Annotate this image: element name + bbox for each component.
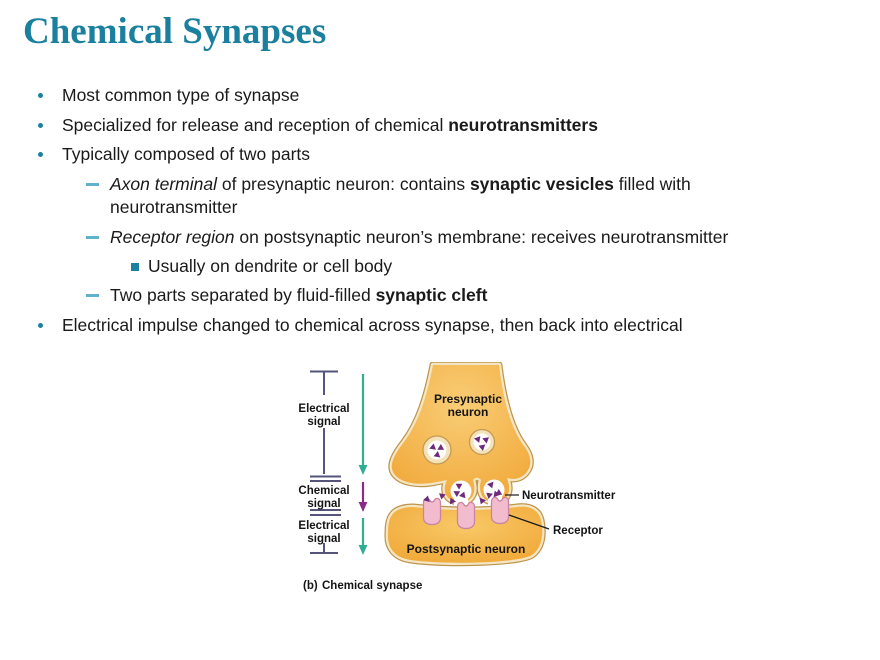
bullet-dash-icon (86, 182, 99, 186)
bullet-text: Specialized for release and reception of… (62, 114, 598, 135)
bullet-item: Usually on dendrite or cell body (131, 255, 392, 279)
bullet-text: Axon terminal of presynaptic neuron: con… (110, 173, 691, 218)
bullet-item: Axon terminal of presynaptic neuron: con… (86, 173, 802, 220)
bullet-item: Receptor region on postsynaptic neuron’s… (86, 226, 728, 250)
bullet-text: Typically composed of two parts (62, 144, 311, 164)
bullet-dash-icon (86, 235, 99, 239)
signal-bracket (310, 370, 341, 554)
bullet-dot-icon (38, 122, 43, 128)
bullet-item: Most common type of synapse (38, 84, 299, 108)
signal-step-label: Electrical (298, 520, 349, 532)
bullet-text: Two parts separated by fluid-filled syna… (110, 285, 488, 305)
receptor-shape (422, 497, 442, 526)
signal-step-label: signal (307, 498, 340, 510)
bullet-item: Two parts separated by fluid-filled syna… (86, 284, 487, 308)
synaptic-vesicle (468, 428, 496, 456)
synapse-figure: Electrical signal Chemical signal Electr… (298, 362, 616, 592)
bullet-text: Electrical impulse changed to chemical a… (62, 314, 683, 335)
presynaptic-label: neuron (448, 405, 489, 419)
signal-step-label: Electrical (298, 403, 349, 415)
bullet-text: Usually on dendrite or cell body (148, 256, 393, 276)
signal-step-label: signal (307, 416, 340, 428)
bullet-dot-icon (38, 322, 43, 328)
presynaptic-label: Presynaptic (434, 392, 502, 406)
bullet-dot-icon (38, 152, 43, 157)
receptor-pointer-line (508, 514, 550, 530)
signal-step-label: signal (307, 533, 340, 545)
bullet-square-icon (131, 263, 139, 271)
postsynaptic-label: Postsynaptic neuron (407, 542, 526, 556)
electrical-signal-arrow (358, 518, 368, 555)
receptor-label: Receptor (553, 525, 603, 537)
bullet-text: Receptor region on postsynaptic neuron’s… (110, 226, 729, 247)
bullet-text: Most common type of synapse (62, 85, 300, 105)
figure-caption: Chemical synapse (322, 580, 422, 592)
synaptic-vesicle (422, 435, 452, 465)
electrical-signal-arrow (358, 374, 368, 475)
presynaptic-neuron-shape (388, 362, 534, 506)
bullet-dot-icon (38, 93, 43, 98)
receptor-shape (490, 496, 510, 525)
bullet-dash-icon (86, 294, 99, 297)
signal-step-label: Chemical (298, 485, 349, 497)
page-title: Chemical Synapses (23, 11, 327, 52)
neurotransmitter-label: Neurotransmitter (522, 490, 616, 502)
bullet-item: Electrical impulse changed to chemical a… (38, 314, 683, 338)
receptor-shape (456, 501, 476, 530)
figure-caption-prefix: (b) (303, 580, 318, 592)
chemical-signal-arrow (358, 482, 368, 512)
bullet-item: Specialized for release and reception of… (38, 114, 598, 138)
bullet-item: Typically composed of two parts (38, 143, 310, 167)
